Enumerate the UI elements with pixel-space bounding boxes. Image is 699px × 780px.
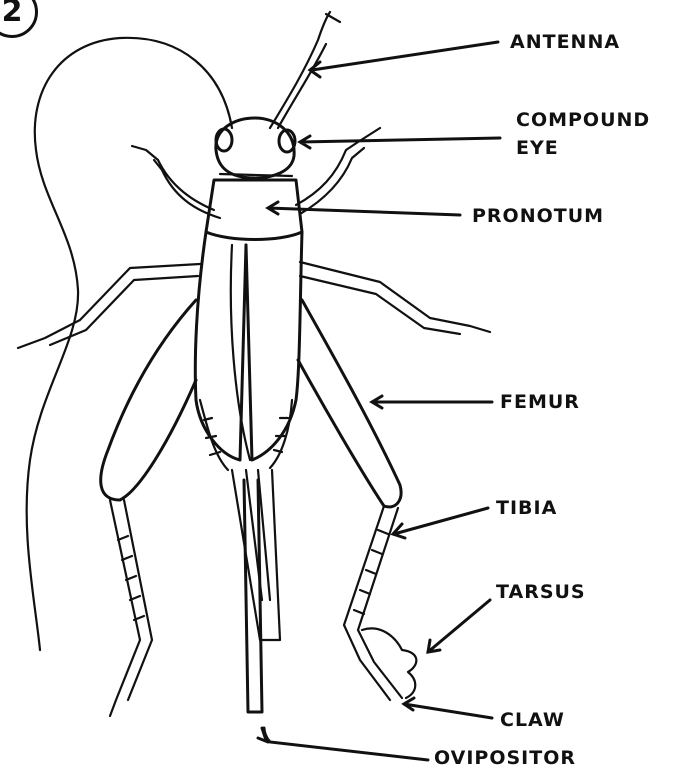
- label-tibia: TIBIA: [496, 496, 557, 520]
- tarsus-arrow: [428, 600, 490, 652]
- label-antenna: ANTENNA: [510, 30, 620, 54]
- femur-arrow: [372, 396, 492, 408]
- label-femur: FEMUR: [500, 390, 580, 414]
- label-claw: CLAW: [500, 708, 565, 732]
- label-tarsus: TARSUS: [496, 580, 586, 604]
- label-compound-eye-line2: EYE: [516, 136, 559, 160]
- label-compound-eye-line1: COMPOUND: [516, 108, 650, 132]
- label-ovipositor: OVIPOSITOR: [434, 746, 576, 770]
- tibia-arrow: [393, 508, 488, 538]
- claw-arrow: [404, 698, 492, 718]
- compound-eye-arrow: [300, 136, 500, 148]
- pronotum-arrow: [268, 202, 460, 215]
- label-pronotum: PRONOTUM: [472, 204, 604, 228]
- antenna-arrow: [310, 42, 498, 77]
- ovipositor-arrow: [258, 728, 428, 760]
